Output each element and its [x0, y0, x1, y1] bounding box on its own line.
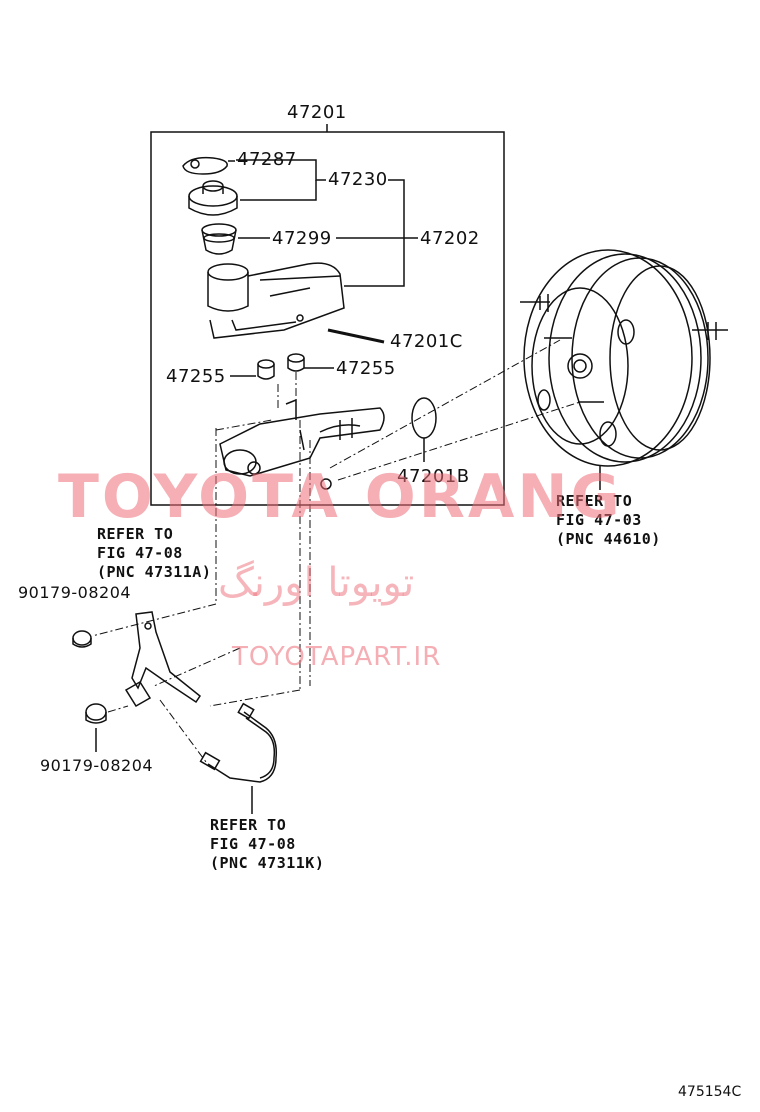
part-label-47230: 47230	[328, 169, 388, 190]
brake-booster	[520, 249, 728, 467]
part-label-47299: 47299	[272, 228, 332, 249]
watermark-url: TOYOTAPART.IR	[232, 642, 442, 672]
nut-top	[72, 630, 92, 648]
part-label-47255-left: 47255	[166, 366, 226, 387]
o-ring-47201b	[411, 397, 437, 439]
part-label-47287: 47287	[237, 149, 297, 170]
reference-tube-line3: (PNC 47311K)	[210, 854, 325, 872]
part-label-47201c: 47201C	[390, 331, 463, 352]
part-label-nut-bottom: 90179-08204	[40, 756, 154, 775]
pin-47201c	[327, 328, 385, 344]
reference-bracket-line2: FIG 47-08	[97, 544, 183, 562]
reservoir-tank	[207, 262, 345, 339]
gasket-47287	[182, 156, 235, 175]
bracket-47287-47230	[236, 159, 326, 181]
reference-bracket-line3: (PNC 47311A)	[97, 563, 212, 581]
reference-booster: REFER TO FIG 47-03 (PNC 44610)	[556, 492, 661, 549]
nut-bottom	[85, 703, 107, 724]
brake-tube	[199, 702, 278, 783]
watermark-brand: TOYOTA ORANG	[58, 462, 623, 532]
watermark-persian: تویوتا اورنگ	[218, 560, 415, 606]
part-label-47201b: 47201B	[397, 466, 470, 487]
grommet-left	[257, 359, 275, 380]
assembly-number: 47201	[287, 102, 347, 123]
diagram-id: 475154C	[678, 1084, 742, 1100]
reference-tube: REFER TO FIG 47-08 (PNC 47311K)	[210, 816, 324, 873]
reference-booster-line2: FIG 47-03	[556, 511, 642, 529]
strainer-47299	[201, 223, 237, 255]
part-label-47202: 47202	[420, 228, 480, 249]
bracket-cap-47230	[240, 180, 317, 201]
reference-booster-line3: (PNC 44610)	[556, 530, 661, 548]
reference-bracket-line1: REFER TO	[97, 525, 174, 543]
bracket-47230-47202	[344, 179, 405, 287]
reference-tube-line2: FIG 47-08	[210, 835, 296, 853]
reference-booster-line1: REFER TO	[556, 492, 633, 510]
part-label-nut-top: 90179-08204	[18, 583, 132, 602]
part-label-47255-right: 47255	[336, 358, 396, 379]
reference-bracket: REFER TO FIG 47-08 (PNC 47311A)	[97, 525, 211, 582]
grommet-right	[287, 353, 305, 372]
guide-lines	[91, 339, 581, 763]
reservoir-cap	[188, 180, 238, 216]
mounting-bracket	[124, 611, 202, 708]
reference-tube-line1: REFER TO	[210, 816, 287, 834]
